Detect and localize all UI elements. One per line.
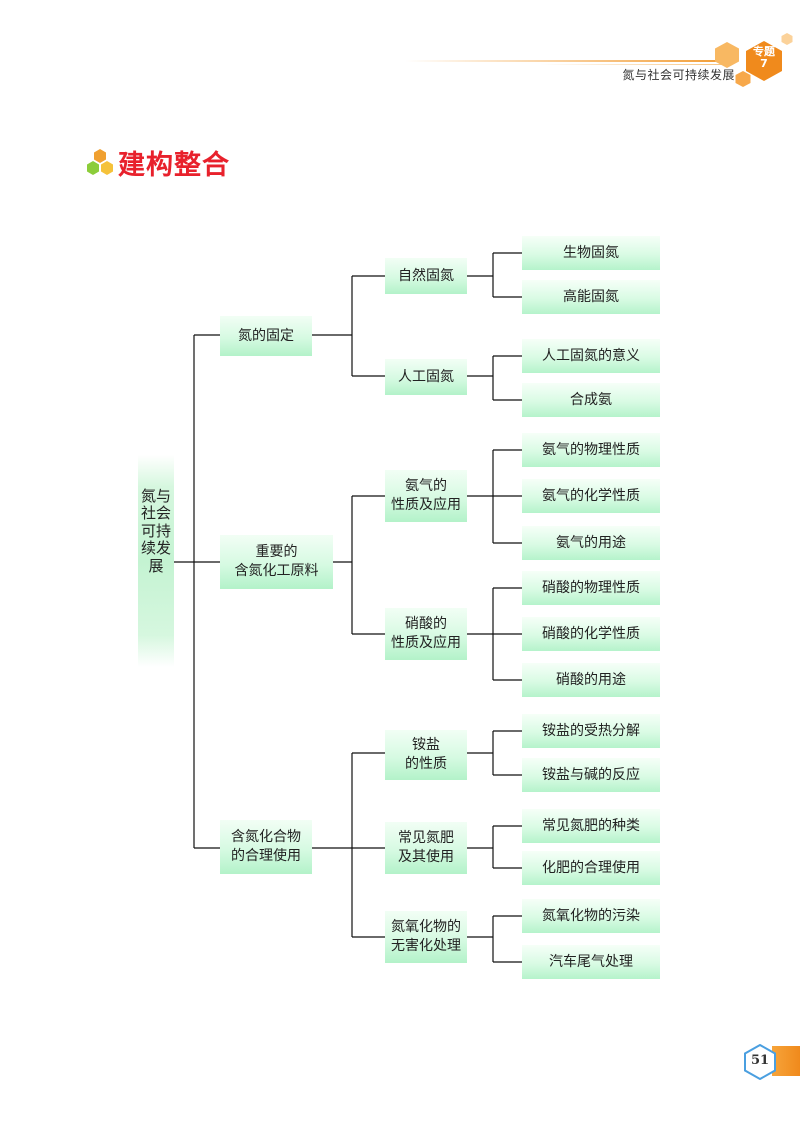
node-artificial-fixation: 人工固氮	[385, 359, 467, 395]
header-rule-secondary	[540, 64, 730, 65]
branch-nitrogen-compounds-use: 含氮化合物 的合理使用	[220, 820, 312, 874]
leaf-node: 铵盐与碱的反应	[522, 758, 660, 792]
node-label-line: 硝酸的	[405, 616, 447, 632]
leaf-node: 氨气的用途	[522, 526, 660, 560]
node-natural-fixation: 自然固氮	[385, 258, 467, 294]
leaf-node: 汽车尾气处理	[522, 945, 660, 979]
branch-label-line: 的合理使用	[231, 848, 301, 864]
node-ammonium-salt-properties: 铵盐 的性质	[385, 730, 467, 780]
section-title: 建构整合	[118, 150, 230, 181]
node-ammonia-properties: 氨气的 性质及应用	[385, 470, 467, 522]
hexagon-cluster-icon	[87, 149, 113, 175]
leaf-node: 硝酸的化学性质	[522, 617, 660, 651]
leaf-node: 人工固氮的意义	[522, 339, 660, 373]
root-node: 氮与社会可持续发展	[140, 487, 171, 575]
header-rule	[405, 60, 735, 62]
branch-nitrogen-fixation: 氮的固定	[220, 316, 312, 356]
topic-label: 专题	[753, 45, 775, 58]
topic-number: 7	[760, 57, 768, 70]
leaf-node: 合成氨	[522, 383, 660, 417]
node-label-line: 铵盐	[412, 737, 440, 753]
node-label-line: 性质及应用	[391, 497, 461, 513]
leaf-node: 硝酸的用途	[522, 663, 660, 697]
hexagon-small-icon	[735, 71, 751, 87]
branch-label-line: 重要的	[255, 544, 298, 560]
node-label-line: 的性质	[405, 756, 447, 772]
leaf-node: 氮氧化物的污染	[522, 899, 660, 933]
leaf-node: 生物固氮	[522, 236, 660, 270]
topic-badge: 专题 7	[743, 46, 785, 70]
leaf-node: 铵盐的受热分解	[522, 714, 660, 748]
node-label-line: 及其使用	[398, 849, 454, 865]
node-nitrogen-oxide-treatment: 氮氧化物的 无害化处理	[385, 911, 467, 963]
node-nitric-acid-properties: 硝酸的 性质及应用	[385, 608, 467, 660]
branch-nitrogen-raw-materials: 重要的 含氮化工原料	[220, 535, 333, 589]
leaf-node: 化肥的合理使用	[522, 851, 660, 885]
page-number: 51	[750, 1053, 770, 1068]
hexagon-tiny-icon	[781, 33, 793, 45]
node-label-line: 性质及应用	[391, 635, 461, 651]
branch-label-line: 含氮化工原料	[234, 563, 319, 579]
topic-badge-hexagon-icon	[746, 41, 782, 81]
node-label-line: 常见氮肥	[398, 830, 454, 846]
node-label-line: 氮氧化物的	[391, 919, 461, 935]
header-subtitle: 氮与社会可持续发展	[622, 68, 735, 82]
leaf-node: 氨气的物理性质	[522, 433, 660, 467]
hexagon-decoration-icon	[715, 42, 739, 68]
leaf-node: 高能固氮	[522, 280, 660, 314]
node-label-line: 无害化处理	[391, 938, 461, 954]
page-number-hexagon-icon	[744, 1044, 776, 1080]
node-label-line: 氨气的	[405, 478, 447, 494]
leaf-node: 硝酸的物理性质	[522, 571, 660, 605]
branch-label-line: 含氮化合物	[231, 829, 301, 845]
node-nitrogen-fertilizer: 常见氮肥 及其使用	[385, 822, 467, 874]
root-node-background	[138, 455, 174, 667]
page-edge-tab	[772, 1046, 800, 1076]
leaf-node: 常见氮肥的种类	[522, 809, 660, 843]
leaf-node: 氨气的化学性质	[522, 479, 660, 513]
